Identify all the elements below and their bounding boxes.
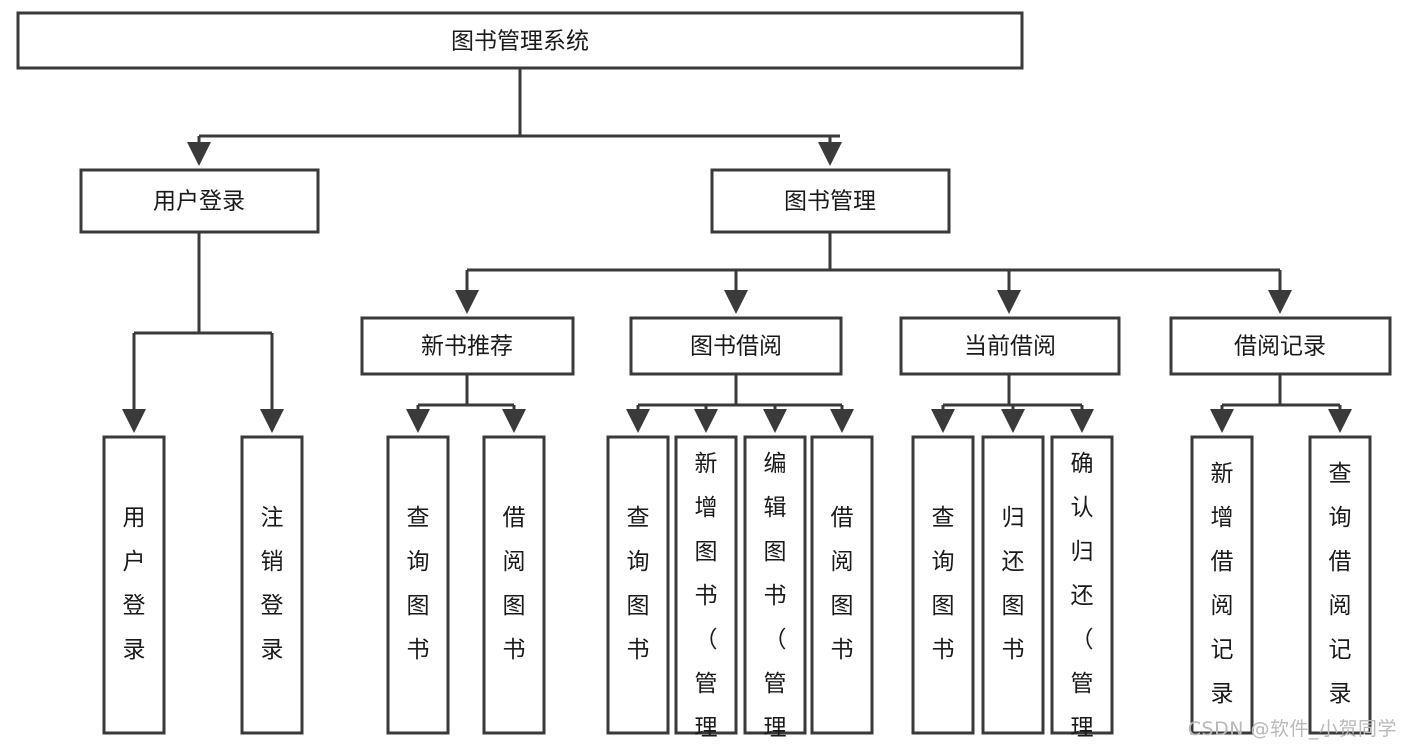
leaf-node[interactable]: 编辑图书（管理员） (743, 435, 807, 747)
leaf-node[interactable]: 查询图书 (606, 435, 670, 735)
borrow-record-box (1169, 316, 1392, 376)
leaf-label: 新增借阅记录 (1211, 461, 1234, 707)
leaf-node[interactable]: 查询图书 (386, 435, 450, 735)
leaf-label: 借阅图书 (831, 505, 854, 663)
leaf-box (386, 435, 450, 735)
leaf-node[interactable]: 新增借阅记录 (1190, 435, 1254, 735)
leaf-box (606, 435, 670, 735)
leaf-box (674, 435, 738, 735)
leaf-box (240, 435, 304, 735)
leaf-node[interactable]: 确认归还（管理员） (1050, 435, 1114, 747)
node-borrow-record[interactable]: 借阅记录 (1169, 316, 1392, 376)
leaf-label: 用户登录 (123, 505, 146, 663)
leaf-node[interactable]: 注销登录 (240, 435, 304, 735)
leaf-label: 注销登录 (261, 505, 284, 663)
leaf-box (1190, 435, 1254, 735)
node-book-manage[interactable]: 图书管理 (710, 168, 951, 234)
leaf-box (911, 435, 975, 735)
node-current-borrow[interactable]: 当前借阅 (899, 316, 1121, 376)
new-book-rec-box (360, 316, 575, 376)
user-login-label: 用户登录 (153, 189, 245, 215)
leaf-node-layer: 用户登录 注销登录 查询图书 借阅图书 查询图书 新增图书（管理员） 编辑图书（管理员） 借阅… (102, 435, 1372, 747)
leaf-label: 确认归还（管理员） (1071, 451, 1094, 747)
leaf-box (810, 435, 874, 735)
node-new-book-rec[interactable]: 新书推荐 (360, 316, 575, 376)
leaf-label: 编辑图书（管理员） (764, 451, 787, 747)
book-manage-label: 图书管理 (784, 189, 876, 215)
leaf-box (1308, 435, 1372, 735)
leaf-box (1050, 435, 1114, 735)
leaf-node[interactable]: 借阅图书 (810, 435, 874, 735)
leaf-label: 查询图书 (932, 505, 955, 663)
new-book-rec-label: 新书推荐 (421, 334, 513, 360)
user-login-box (79, 168, 320, 234)
node-root[interactable]: 图书管理系统 (16, 11, 1024, 70)
leaf-box (743, 435, 807, 735)
leaf-box (981, 435, 1045, 735)
root-box (16, 11, 1024, 70)
root-label: 图书管理系统 (451, 29, 589, 55)
book-manage-box (710, 168, 951, 234)
leaf-box (482, 435, 546, 735)
leaf-label: 归还图书 (1002, 505, 1025, 663)
book-borrow-label: 图书借阅 (690, 334, 782, 360)
leaf-label: 查询借阅记录 (1329, 461, 1352, 707)
leaf-node[interactable]: 查询图书 (911, 435, 975, 735)
leaf-node[interactable]: 借阅图书 (482, 435, 546, 735)
current-borrow-label: 当前借阅 (964, 334, 1056, 360)
leaf-node[interactable]: 归还图书 (981, 435, 1045, 735)
book-borrow-box (629, 316, 843, 376)
leaf-label: 查询图书 (407, 505, 430, 663)
leaf-node[interactable]: 新增图书（管理员） (674, 435, 738, 747)
leaf-label: 新增图书（管理员） (695, 451, 718, 747)
leaf-label: 借阅图书 (503, 505, 526, 663)
leaf-node[interactable]: 查询借阅记录 (1308, 435, 1372, 735)
leaf-node[interactable]: 用户登录 (102, 435, 166, 735)
node-user-login[interactable]: 用户登录 (79, 168, 320, 234)
node-book-borrow[interactable]: 图书借阅 (629, 316, 843, 376)
borrow-record-label: 借阅记录 (1234, 334, 1326, 360)
connector-layer (122, 68, 1352, 433)
current-borrow-box (899, 316, 1121, 376)
leaf-label: 查询图书 (627, 505, 650, 663)
leaf-box (102, 435, 166, 735)
